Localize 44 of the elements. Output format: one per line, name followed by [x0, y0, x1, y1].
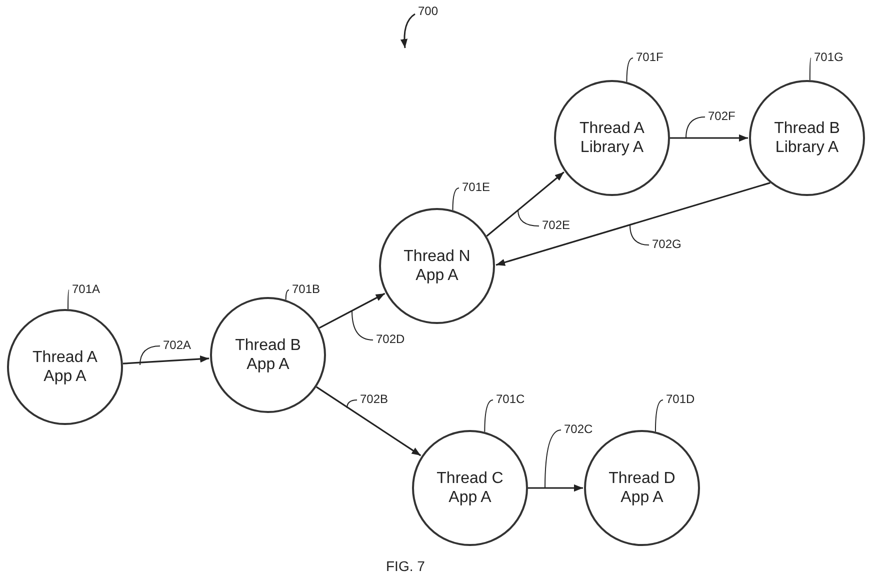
reference-numeral: 702G	[652, 237, 682, 251]
reference-numeral: 702E	[542, 218, 570, 232]
leader-line	[68, 290, 70, 310]
reference-numeral: 701G	[814, 50, 844, 64]
reference-numeral: 702F	[708, 109, 736, 123]
reference-numeral: 701B	[292, 282, 320, 296]
thread-label: Thread D App A	[608, 469, 676, 507]
figure-label: FIG. 7	[386, 558, 425, 574]
leader-line	[484, 400, 494, 432]
arrow	[318, 292, 386, 329]
reference-numeral: 702B	[360, 392, 388, 406]
thread-label: Thread B Library A	[773, 119, 841, 157]
arrow	[496, 182, 770, 266]
arrow	[316, 386, 422, 456]
reference-numeral: 701D	[666, 392, 695, 406]
reference-numeral: 701C	[496, 392, 525, 406]
reference-numeral: 701E	[462, 180, 490, 194]
thread-label: Thread N App A	[402, 247, 472, 285]
leader-line	[626, 58, 634, 82]
thread-label: Thread B App A	[234, 336, 302, 374]
leader-line	[518, 210, 540, 226]
reference-numeral: 702A	[163, 338, 192, 352]
leader-line	[686, 116, 706, 138]
leader-line	[630, 224, 650, 246]
leader-line	[285, 290, 290, 300]
leader-line	[544, 430, 562, 488]
arrow	[528, 484, 583, 492]
leader-line	[346, 400, 358, 408]
reference-numeral: 702D	[376, 332, 405, 346]
leader-line	[140, 346, 160, 366]
reference-numeral: 701F	[636, 50, 664, 64]
arrow	[670, 134, 748, 142]
reference-numeral: 702C	[564, 422, 593, 436]
leader-line	[654, 400, 664, 432]
leader-line	[352, 310, 374, 340]
thread-label: Thread A App A	[32, 348, 98, 386]
reference-numeral: 700	[418, 4, 438, 18]
leader-line	[452, 188, 460, 211]
reference-numeral: 701A	[72, 282, 100, 296]
thread-label: Thread C App A	[436, 469, 504, 507]
arrow	[486, 172, 564, 237]
arrow	[122, 355, 210, 364]
leader-line	[809, 58, 812, 81]
thread-label: Thread A Library A	[578, 119, 646, 157]
